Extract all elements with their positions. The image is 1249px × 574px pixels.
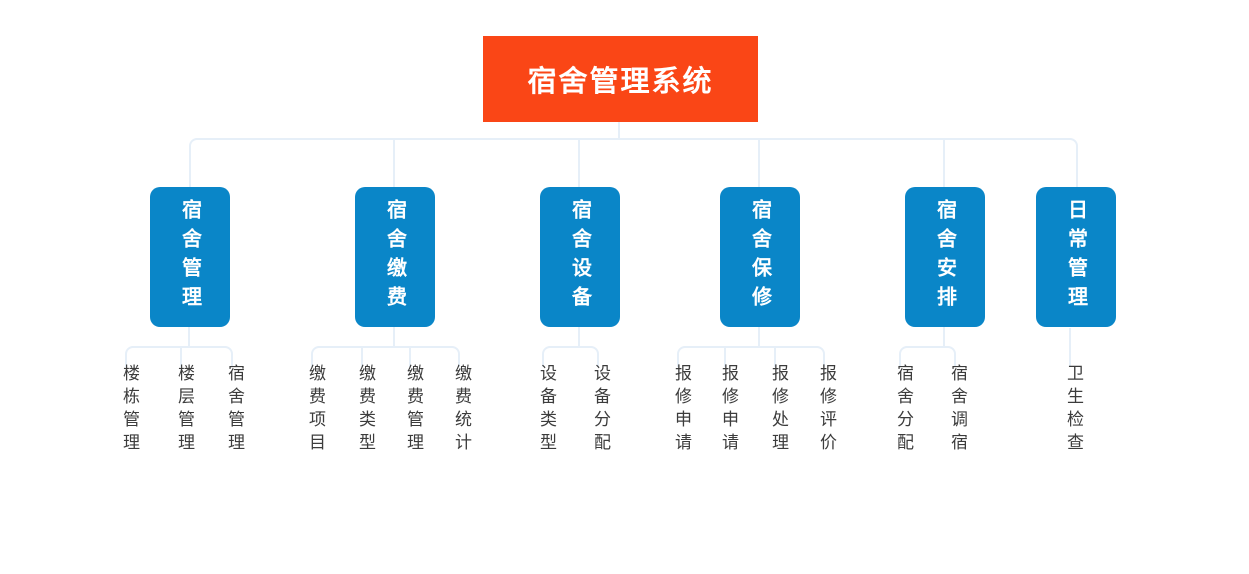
leaf-node[interactable]: 宿舍调宿 (948, 364, 967, 456)
branch-node-label: 宿舍安排 (933, 199, 956, 315)
leaf-node[interactable]: 缴费管理 (404, 364, 423, 456)
root-node[interactable]: 宿舍管理系统 (483, 36, 758, 122)
branch-node-label: 宿舍管理 (178, 199, 201, 315)
leaf-node[interactable]: 宿舍分配 (894, 364, 913, 456)
leaf-node[interactable]: 宿舍管理 (225, 364, 244, 456)
connector-drop (774, 347, 776, 367)
branch-node-label: 日常管理 (1064, 199, 1087, 315)
leaf-node[interactable]: 设备分配 (591, 364, 610, 456)
leaf-node[interactable]: 报修申请 (719, 364, 738, 456)
leaf-node[interactable]: 缴费项目 (306, 364, 325, 456)
branch-node-dorm-payment[interactable]: 宿舍缴费 (355, 187, 435, 327)
connector-stem (1069, 328, 1071, 366)
leaf-node[interactable]: 缴费统计 (452, 364, 471, 456)
connector-drop (361, 347, 363, 367)
leaf-node[interactable]: 卫生检查 (1064, 364, 1083, 456)
branch-node-dorm-management[interactable]: 宿舍管理 (150, 187, 230, 327)
branch-node-daily-management[interactable]: 日常管理 (1036, 187, 1116, 327)
connector-stem (578, 327, 580, 347)
branch-node-dorm-equipment[interactable]: 宿舍设备 (540, 187, 620, 327)
connector-top-drop (758, 140, 760, 187)
connector-top-drop (578, 140, 580, 187)
branch-node-dorm-assignment[interactable]: 宿舍安排 (905, 187, 985, 327)
leaf-node[interactable]: 报修申请 (672, 364, 691, 456)
leaf-node[interactable]: 楼层管理 (175, 364, 194, 456)
branch-node-label: 宿舍保修 (748, 199, 771, 315)
connector-stem (393, 327, 395, 347)
connector-root-stem (618, 122, 620, 139)
connector-bus (899, 346, 956, 367)
leaf-node[interactable]: 报修评价 (817, 364, 836, 456)
branch-node-label: 宿舍缴费 (383, 199, 406, 315)
connector-drop (409, 347, 411, 367)
connector-drop (724, 347, 726, 367)
connector-bus (542, 346, 599, 367)
leaf-node[interactable]: 报修处理 (769, 364, 788, 456)
connector-stem (188, 327, 190, 347)
connector-bus (125, 346, 233, 367)
connector-stem (758, 327, 760, 347)
leaf-node[interactable]: 楼栋管理 (120, 364, 139, 456)
connector-bus (677, 346, 825, 367)
connector-bus (311, 346, 460, 367)
connector-top-drop (393, 140, 395, 187)
branch-node-label: 宿舍设备 (568, 199, 591, 315)
leaf-node[interactable]: 设备类型 (537, 364, 556, 456)
branch-node-dorm-repair[interactable]: 宿舍保修 (720, 187, 800, 327)
connector-stem (943, 327, 945, 347)
connector-top-drop (943, 140, 945, 187)
connector-drop (180, 347, 182, 367)
leaf-node[interactable]: 缴费类型 (356, 364, 375, 456)
connector-top-bus (189, 138, 1078, 188)
